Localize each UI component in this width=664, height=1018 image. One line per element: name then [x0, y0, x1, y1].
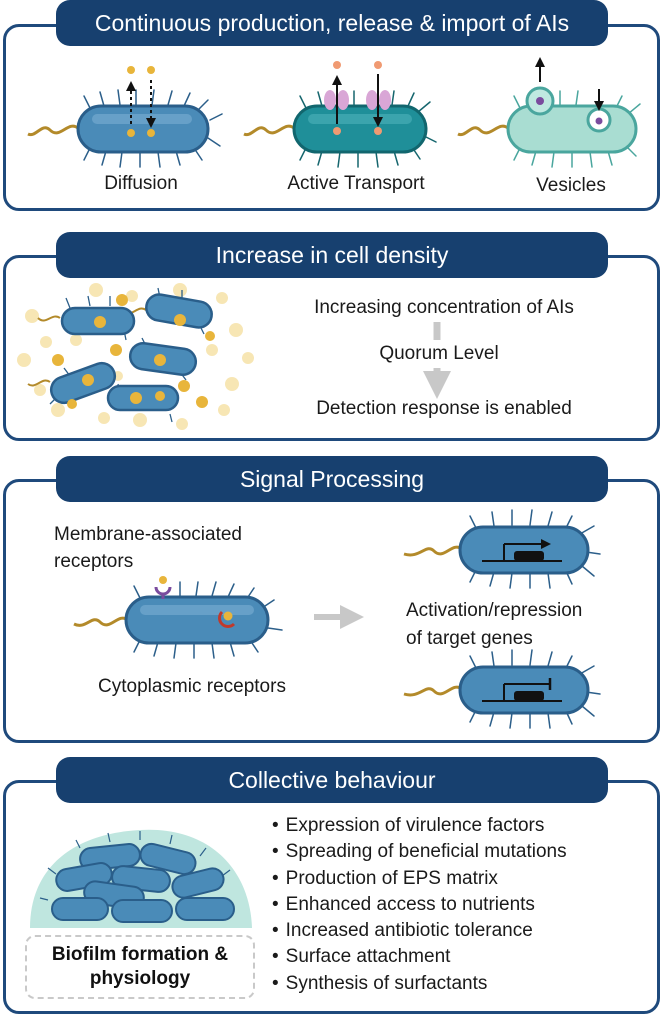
label-active-transport: Active Transport: [287, 173, 425, 194]
list-item: Spreading of beneficial mutations: [272, 839, 567, 865]
label-vesicles: Vesicles: [536, 175, 606, 196]
label-membrane-receptors: Membrane-associated receptors: [54, 524, 242, 572]
dense-bacteria-cluster: [17, 283, 254, 430]
list-item: Increased antibiotic tolerance: [272, 918, 567, 944]
flow-increasing-concentration: Increasing concentration of AIs: [314, 297, 574, 318]
bacterium-gene-activation: [403, 509, 601, 589]
bacterium-active-transport: [243, 61, 437, 168]
panel-title-text: Collective behaviour: [228, 766, 436, 793]
list-item: Enhanced access to nutrients: [272, 892, 567, 918]
panel-title-text: Signal Processing: [239, 465, 425, 492]
list-item: Synthesis of surfactants: [272, 971, 567, 997]
panel-title-cell-density: Increase in cell density: [56, 232, 608, 278]
biofilm-caption: Biofilm formation & physiology: [51, 944, 229, 989]
bacterium-gene-repression: [403, 649, 601, 729]
label-cytoplasmic-receptors: Cytoplasmic receptors: [98, 676, 286, 697]
label-target-genes: Activation/repression of target genes: [406, 600, 583, 649]
collective-behaviour-list: Expression of virulence factors Spreadin…: [272, 813, 567, 997]
panel-title-text: Increase in cell density: [215, 241, 449, 268]
bacterium-receptors: [73, 576, 364, 659]
bacterium-vesicles: [457, 57, 641, 168]
biofilm-caption-box: Biofilm formation & physiology: [25, 935, 255, 999]
panel-title-collective-behaviour: Collective behaviour: [56, 757, 608, 803]
flow-quorum-level: Quorum Level: [379, 343, 499, 364]
flow-detection-enabled: Detection response is enabled: [316, 398, 572, 419]
panel-title-text: Continuous production, release & import …: [94, 9, 570, 36]
label-diffusion: Diffusion: [104, 173, 178, 194]
panel-title-ai-production: Continuous production, release & import …: [56, 0, 608, 46]
flow-arrow-down: [423, 322, 451, 399]
panel-title-signal-processing: Signal Processing: [56, 456, 608, 502]
list-item: Production of EPS matrix: [272, 866, 567, 892]
list-item: Expression of virulence factors: [272, 813, 567, 839]
list-item: Surface attachment: [272, 944, 567, 970]
bacterium-diffusion: [27, 66, 223, 168]
